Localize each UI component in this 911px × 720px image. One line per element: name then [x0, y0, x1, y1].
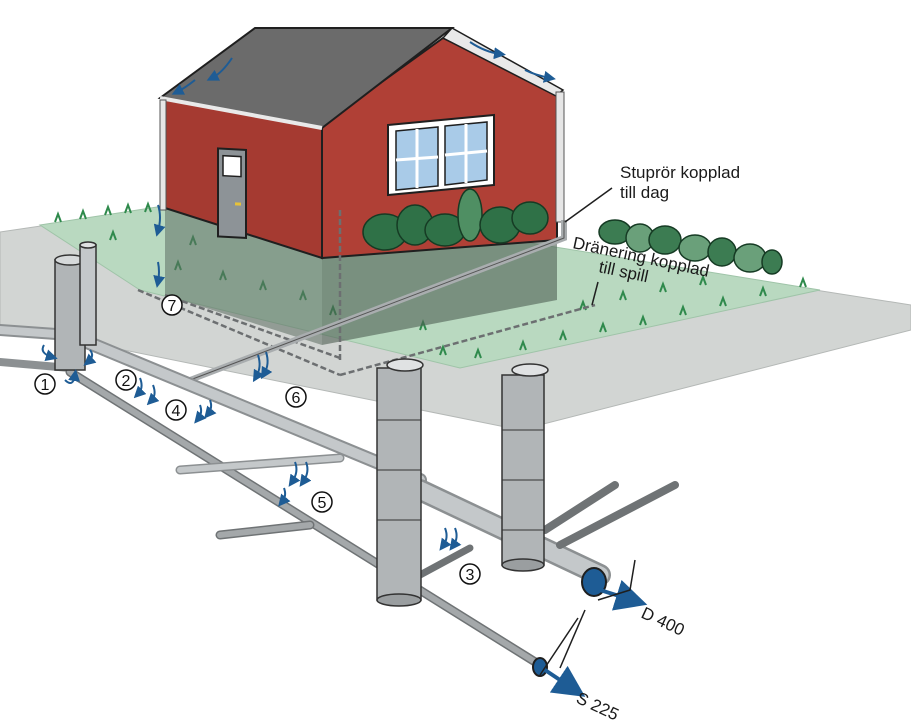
marker-2: 2 [115, 369, 137, 391]
leader-lines [539, 187, 636, 676]
foundation-underground [165, 205, 322, 345]
downspout-outlet-pipe-edge [189, 220, 565, 381]
bushes-right [598, 219, 783, 275]
marker-7: 7 [161, 294, 183, 316]
svg-text:7: 7 [168, 298, 177, 315]
svg-text:6: 6 [292, 390, 301, 407]
manhole-left [54, 241, 97, 371]
roof-fascia [159, 96, 323, 130]
svg-text:1: 1 [41, 377, 50, 394]
door-window [222, 154, 242, 178]
bushes-front [362, 188, 549, 251]
pipe-end-s225 [532, 657, 548, 677]
manhole-right [501, 363, 549, 572]
marker-1: 1 [34, 373, 56, 395]
pipe-end-d400 [581, 567, 607, 597]
outflow-arrow-s225 [543, 665, 586, 697]
svg-text:3: 3 [466, 567, 475, 584]
marker-6: 6 [285, 386, 307, 408]
downspout-left [159, 99, 167, 211]
downspout-right [555, 91, 565, 223]
svg-text:5: 5 [318, 495, 327, 512]
number-markers: 1 2 3 4 5 6 7 [34, 294, 481, 585]
water-flow-arrows [41, 41, 556, 551]
svg-text:2: 2 [122, 373, 131, 390]
label-downspout-line2: till dag [620, 183, 669, 202]
marker-4: 4 [165, 399, 187, 421]
marker-5: 5 [311, 491, 333, 513]
door-handle [235, 202, 241, 206]
label-pipe-d400: D 400 [638, 603, 687, 639]
manhole-center [376, 358, 424, 607]
label-pipe-s225: S 225 [573, 688, 621, 720]
svg-text:4: 4 [172, 403, 181, 420]
marker-3: 3 [459, 563, 481, 585]
label-downspout-line1: Stuprör kopplad [620, 163, 740, 182]
